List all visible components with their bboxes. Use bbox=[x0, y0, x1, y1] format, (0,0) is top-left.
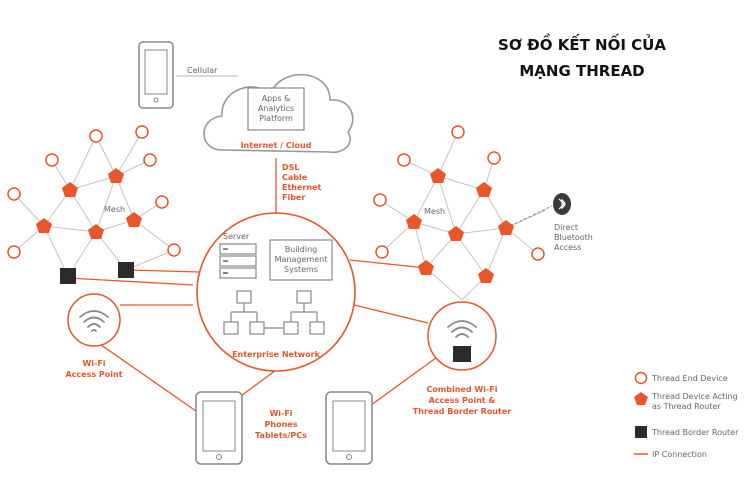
left-border-router-1 bbox=[60, 268, 76, 284]
ip-line-combined-phone2 bbox=[359, 354, 441, 414]
legend-item-2b: as Thread Router bbox=[652, 402, 721, 411]
bms-label-1: Building bbox=[285, 245, 317, 254]
legend-item-4: IP Connection bbox=[652, 450, 707, 459]
combined-label-3: Thread Border Router bbox=[413, 407, 511, 416]
cellular-label: Cellular bbox=[187, 66, 218, 75]
bms-label-2: Management bbox=[275, 255, 328, 264]
legend-end-device-icon bbox=[634, 371, 648, 385]
dsl-label: DSL bbox=[282, 163, 300, 172]
tablet-icon-left bbox=[195, 391, 243, 465]
enterprise-network-label: Enterprise Network bbox=[232, 350, 321, 359]
cellular-phone-button bbox=[153, 97, 159, 103]
cloud-label-3: Platform bbox=[259, 114, 293, 123]
fiber-label: Fiber bbox=[282, 193, 305, 202]
legend-item-1: Thread End Device bbox=[651, 374, 728, 383]
title-line-2: MẠNG THREAD bbox=[519, 62, 644, 80]
ip-line-server-mesh-right bbox=[349, 259, 427, 269]
left-mesh-routers bbox=[36, 168, 142, 239]
wifi-icon bbox=[79, 310, 109, 332]
cloud-label-2: Analytics bbox=[258, 104, 294, 113]
combined-border-router-square bbox=[453, 346, 471, 362]
right-mesh-routers bbox=[406, 168, 514, 283]
building-management-box bbox=[269, 239, 333, 281]
ethernet-label: Ethernet bbox=[282, 183, 321, 192]
cable-label: Cable bbox=[282, 173, 308, 182]
cellular-phone-screen bbox=[144, 49, 168, 95]
tablet-screen-left bbox=[202, 400, 236, 452]
left-border-router-2 bbox=[118, 262, 134, 278]
bluetooth-glyph bbox=[558, 198, 566, 210]
devices-label-3: Tablets/PCs bbox=[255, 431, 307, 440]
ip-line-border-left2 bbox=[125, 269, 201, 273]
left-mesh-label: Mesh bbox=[104, 205, 125, 214]
legend-border-router-icon bbox=[635, 426, 647, 438]
server-rack-lights bbox=[223, 248, 228, 274]
ip-line-wifi-phone1 bbox=[93, 339, 207, 419]
bluetooth-label-1: Direct bbox=[554, 223, 578, 232]
cellular-phone-icon bbox=[138, 41, 174, 109]
wifi-access-point-circle bbox=[67, 293, 121, 347]
internet-cloud-label: Internet / Cloud bbox=[241, 141, 312, 150]
combined-router-circle bbox=[427, 301, 497, 371]
bluetooth-label-3: Access bbox=[554, 243, 581, 252]
tablet-icon-right bbox=[325, 391, 373, 465]
legend-item-3: Thread Border Router bbox=[651, 428, 739, 437]
title-line-1: SƠ ĐỒ KẾT NỐI CỦA bbox=[498, 32, 666, 54]
enterprise-network-circle bbox=[196, 212, 356, 372]
wifi-ap-label-1: Wi-Fi bbox=[82, 359, 105, 368]
bms-label-3: Systems bbox=[284, 265, 318, 274]
left-mesh-end-devices bbox=[7, 125, 181, 259]
ip-line-border-left bbox=[67, 277, 194, 286]
server-label: Server bbox=[223, 232, 250, 241]
ip-line-server-combined bbox=[353, 304, 429, 324]
tablet-screen-right bbox=[332, 400, 366, 452]
legend-router-icon bbox=[634, 392, 648, 405]
tablet-button-right bbox=[346, 454, 352, 460]
analytics-platform-box bbox=[247, 87, 305, 131]
cloud-label-1: Apps & bbox=[262, 94, 291, 103]
enterprise-network-tree-icon bbox=[223, 290, 325, 335]
legend: Thread End Device Thread Device Acting a… bbox=[634, 371, 739, 459]
legend-item-2a: Thread Device Acting bbox=[651, 392, 738, 401]
combined-wifi-icon bbox=[447, 320, 477, 338]
bluetooth-link bbox=[505, 205, 553, 229]
server-rack-icon bbox=[219, 243, 257, 279]
combined-label-1: Combined Wi-Fi bbox=[427, 385, 498, 394]
right-mesh-end-devices bbox=[373, 125, 545, 261]
bluetooth-label-2: Bluetooth bbox=[554, 233, 593, 242]
devices-label-1: Wi-Fi bbox=[269, 409, 292, 418]
combined-label-2: Access Point & bbox=[429, 396, 496, 405]
tablet-button-left bbox=[216, 454, 222, 460]
wifi-ap-label-2: Access Point bbox=[65, 370, 122, 379]
devices-label-2: Phones bbox=[265, 420, 298, 429]
right-mesh-label: Mesh bbox=[424, 207, 445, 216]
